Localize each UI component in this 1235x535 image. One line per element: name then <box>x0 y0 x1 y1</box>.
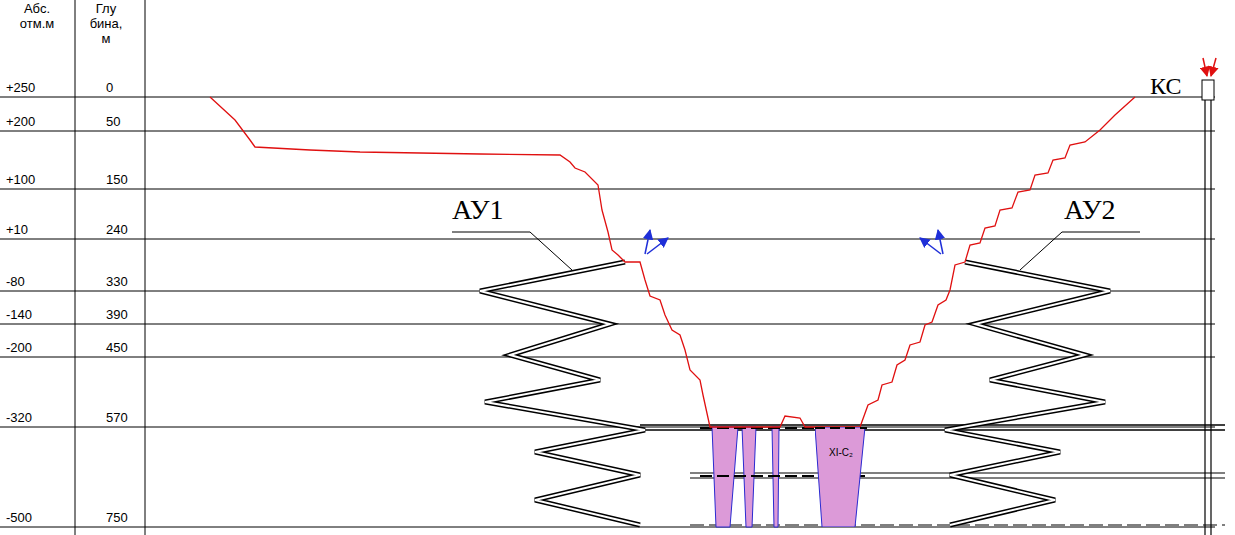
depth-value: 750 <box>106 511 128 526</box>
depth-value: 390 <box>106 308 128 323</box>
pit-outline <box>210 97 1135 427</box>
column-header: Абс. отм.м <box>6 2 68 32</box>
depth-value: 240 <box>106 223 128 238</box>
ramp-label: АУ1 <box>452 196 504 224</box>
ramp-au2 <box>945 262 1110 525</box>
shaft <box>1202 58 1216 535</box>
elevation-value: +10 <box>6 223 28 238</box>
ore-body: XI-C₂ <box>815 427 867 527</box>
depth-value: 50 <box>106 115 120 130</box>
depth-value: 150 <box>106 173 128 188</box>
elevation-value: -80 <box>6 275 25 290</box>
ore-body-shape <box>815 427 867 527</box>
elevation-value: -500 <box>6 511 32 526</box>
column-header: Глу бина, м <box>84 2 128 47</box>
air-arrows <box>645 230 943 254</box>
elevation-value: +100 <box>6 173 35 188</box>
elevation-value: -320 <box>6 411 32 426</box>
depth-value: 570 <box>106 411 128 426</box>
ramp-label: АУ2 <box>1064 196 1116 224</box>
depth-value: 450 <box>106 341 128 356</box>
ramp-au1 <box>480 262 645 525</box>
elevation-value: -140 <box>6 308 32 323</box>
shaft-label: КС <box>1150 74 1181 98</box>
elevation-value: +200 <box>6 115 35 130</box>
depth-value: 0 <box>106 81 113 96</box>
depth-value: 330 <box>106 275 128 290</box>
ore-index: XI-C₂ <box>815 447 867 458</box>
elevation-value: +250 <box>6 81 35 96</box>
leader-lines <box>452 232 1140 270</box>
elevation-value: -200 <box>6 341 32 356</box>
